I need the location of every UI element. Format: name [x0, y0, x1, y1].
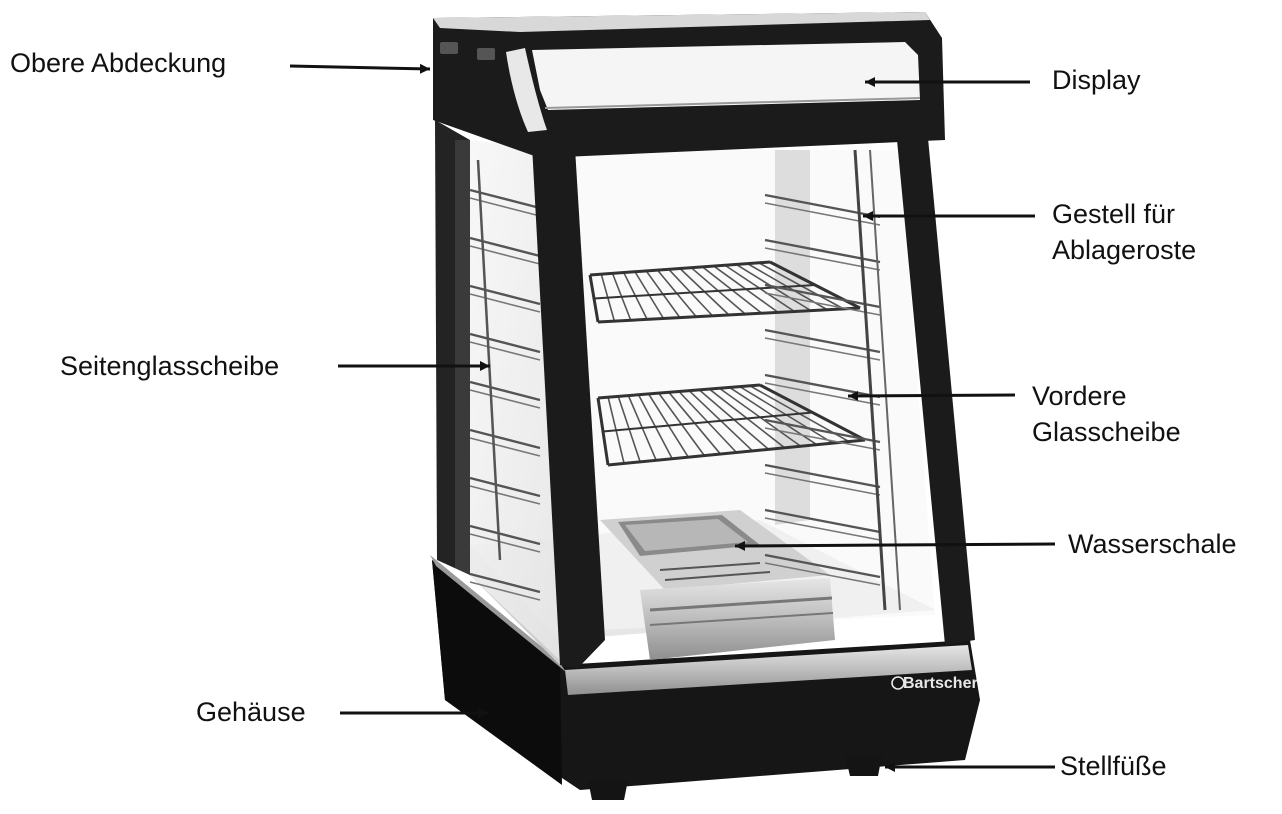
rack-frame: [469, 149, 901, 611]
label-housing: Gehäuse: [196, 697, 306, 727]
callout-arrows: [289, 63, 1056, 772]
water-tray: [600, 510, 835, 660]
label-feet: Stellfüße: [1060, 751, 1167, 781]
label-side-glass: Seitenglasscheibe: [60, 351, 280, 381]
arrow-front-glass: [847, 390, 1016, 401]
label-water-tray: Wasserschale: [1068, 529, 1237, 559]
frame-pillars: [435, 120, 975, 668]
feet: [588, 755, 882, 800]
arrow-top-cover: [289, 63, 431, 74]
arrow-water-tray: [734, 540, 1056, 551]
label-rack-frame: Gestell für Ablageroste: [1052, 199, 1197, 265]
label-front-glass: Vordere Glasscheibe: [1032, 381, 1181, 447]
display-panel: [532, 42, 921, 110]
label-top-cover: Obere Abdeckung: [10, 48, 227, 78]
label-display: Display: [1052, 65, 1141, 95]
brand-logo: Bartscher: [903, 675, 978, 692]
housing-body: Bartscher: [430, 555, 980, 790]
